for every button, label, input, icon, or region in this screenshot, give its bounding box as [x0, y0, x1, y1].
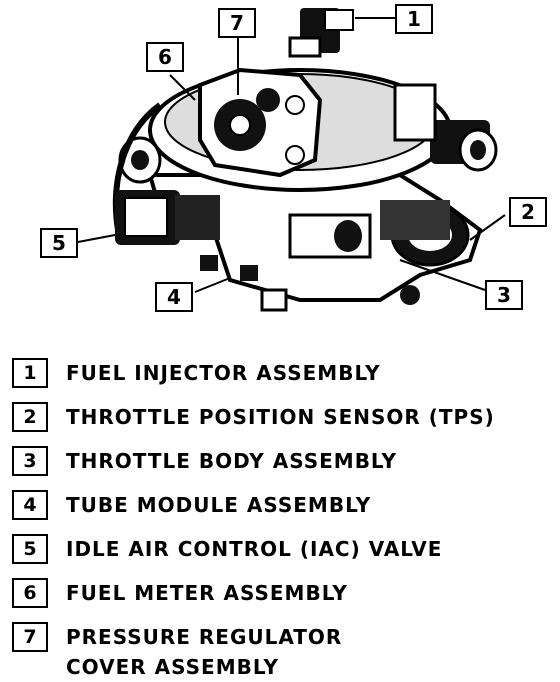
legend-item-4: 4 TUBE MODULE ASSEMBLY: [12, 490, 371, 520]
legend-item-6: 6 FUEL METER ASSEMBLY: [12, 578, 348, 608]
callout-7: 7: [218, 8, 256, 38]
legend-label: TUBE MODULE ASSEMBLY: [66, 493, 372, 517]
legend-label: THROTTLE BODY ASSEMBLY: [66, 449, 398, 473]
legend-label: THROTTLE POSITION SENSOR (TPS): [66, 405, 495, 429]
callout-2: 2: [509, 197, 547, 227]
callout-3: 3: [485, 280, 523, 310]
legend-number: 7: [12, 622, 48, 652]
callout-1: 1: [395, 4, 433, 34]
callout-number: 4: [167, 285, 181, 309]
callout-number: 6: [158, 45, 172, 69]
legend-number: 1: [12, 358, 48, 388]
legend-label: FUEL INJECTOR ASSEMBLY: [66, 361, 381, 385]
legend-label: FUEL METER ASSEMBLY: [66, 581, 348, 605]
component-drawing: [77, 8, 506, 312]
legend-number: 6: [12, 578, 48, 608]
legend-item-2: 2 THROTTLE POSITION SENSOR (TPS): [12, 402, 495, 432]
legend-label: IDLE AIR CONTROL (IAC) VALVE: [66, 537, 443, 561]
legend-item-7: 7 PRESSURE REGULATOR COVER ASSEMBLY: [12, 622, 342, 682]
callout-number: 3: [497, 283, 511, 307]
legend-number: 5: [12, 534, 48, 564]
legend-number: 2: [12, 402, 48, 432]
legend: 1 FUEL INJECTOR ASSEMBLY 2 THROTTLE POSI…: [0, 352, 560, 679]
callout-number: 5: [52, 231, 66, 255]
legend-item-1: 1 FUEL INJECTOR ASSEMBLY: [12, 358, 381, 388]
callout-number: 1: [407, 7, 421, 31]
callout-6: 6: [146, 42, 184, 72]
callout-number: 2: [521, 200, 535, 224]
callout-number: 7: [230, 11, 244, 35]
legend-label: PRESSURE REGULATOR COVER ASSEMBLY: [66, 625, 343, 679]
legend-item-3: 3 THROTTLE BODY ASSEMBLY: [12, 446, 397, 476]
legend-number: 3: [12, 446, 48, 476]
legend-item-5: 5 IDLE AIR CONTROL (IAC) VALVE: [12, 534, 442, 564]
callout-4: 4: [155, 282, 193, 312]
throttle-body-illustration: 1 2 3 4 5 6 7: [0, 0, 560, 340]
legend-number: 4: [12, 490, 48, 520]
callout-5: 5: [40, 228, 78, 258]
